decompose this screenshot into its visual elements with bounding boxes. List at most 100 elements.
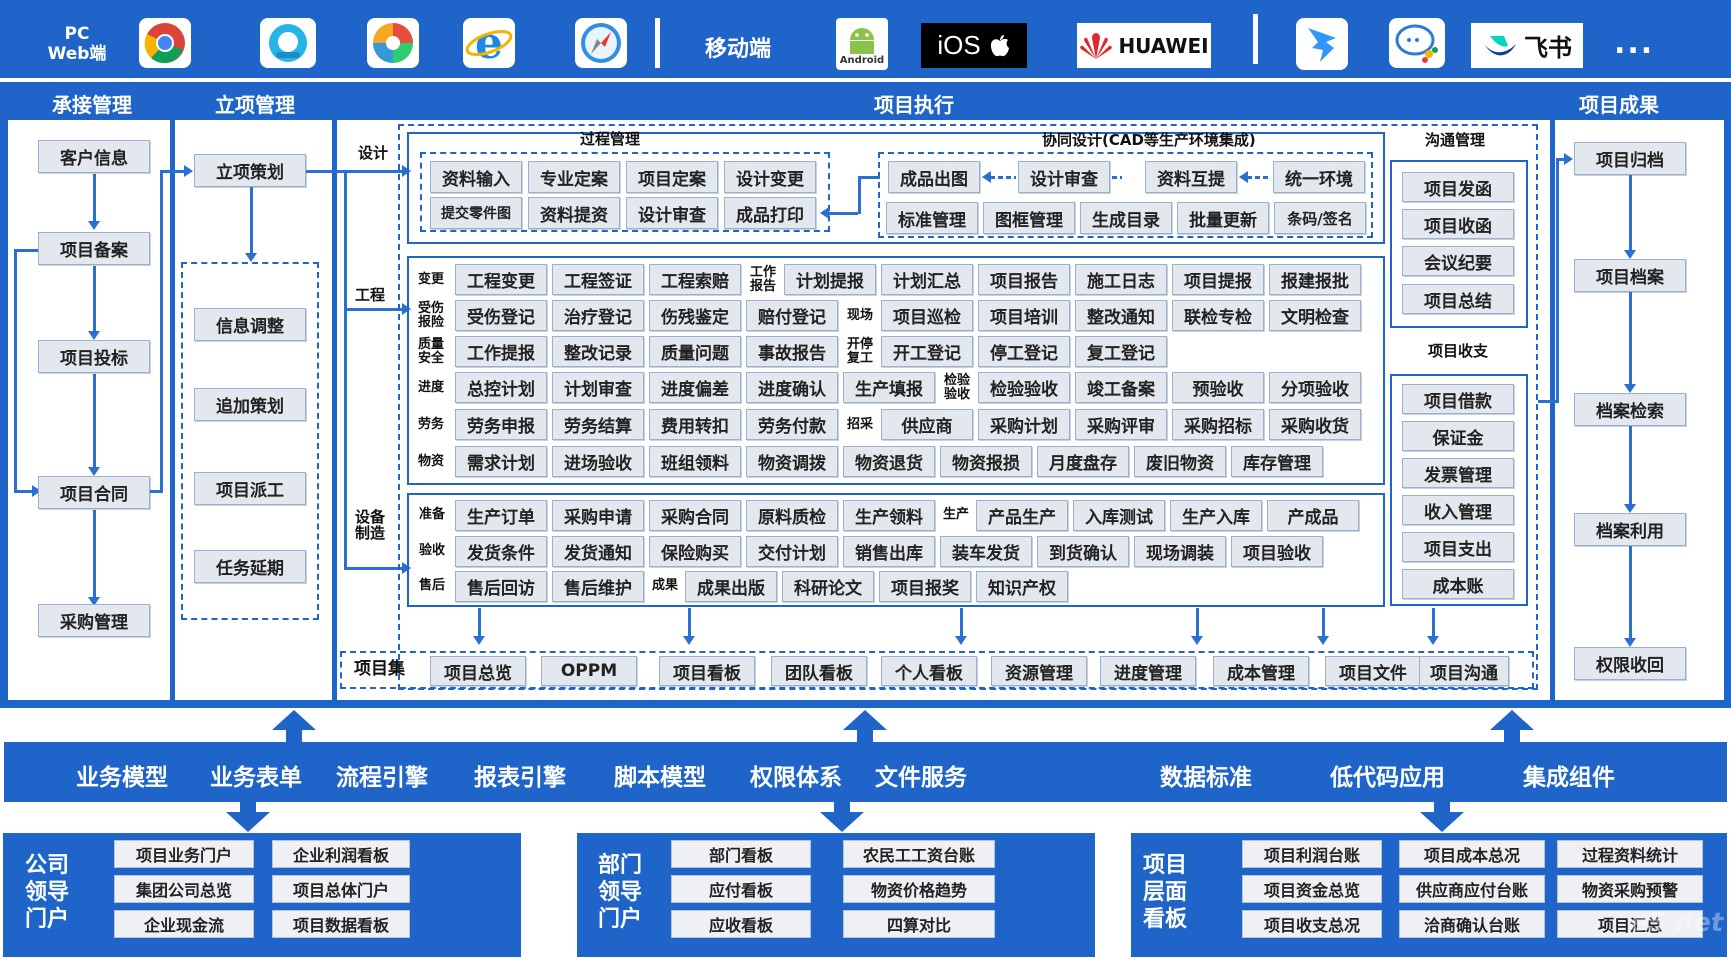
cg-item[interactable]: 档案利用 bbox=[1574, 513, 1686, 546]
mfg-item[interactable]: 原料质检 bbox=[746, 500, 838, 531]
eng-item[interactable]: 事故报告 bbox=[746, 336, 838, 367]
eng-item[interactable]: 班组领料 bbox=[649, 446, 741, 477]
mfg-item[interactable]: 产品生产 bbox=[976, 500, 1068, 531]
eng-item[interactable]: 计划汇总 bbox=[881, 264, 973, 295]
eng-item[interactable]: 工程签证 bbox=[552, 264, 644, 295]
eng-item[interactable]: 采购计划 bbox=[978, 409, 1070, 440]
qq-browser-icon[interactable] bbox=[260, 18, 316, 68]
eng-item[interactable]: 受伤登记 bbox=[455, 300, 547, 331]
proc-item[interactable]: 专业定案 bbox=[528, 161, 620, 193]
eng-item[interactable]: 检验验收 bbox=[978, 372, 1070, 403]
eng-item[interactable]: 进度确认 bbox=[746, 372, 838, 403]
eng-item[interactable]: 竣工备案 bbox=[1075, 372, 1167, 403]
fin-item[interactable]: 收入管理 bbox=[1402, 495, 1514, 525]
cg-item[interactable]: 档案检索 bbox=[1574, 393, 1686, 426]
proc-item[interactable]: 项目定案 bbox=[626, 161, 718, 193]
ie-icon[interactable]: e bbox=[463, 18, 515, 69]
eng-item[interactable]: 工作提报 bbox=[455, 336, 547, 367]
collab-item[interactable]: 设计审查 bbox=[1018, 161, 1110, 193]
eng-item[interactable]: 供应商 bbox=[881, 409, 973, 440]
service-item[interactable]: 权限体系 bbox=[750, 765, 842, 791]
eng-item[interactable]: 报建报批 bbox=[1269, 264, 1361, 295]
eng-item[interactable]: 项目培训 bbox=[978, 300, 1070, 331]
mfg-item[interactable]: 项目报奖 bbox=[879, 571, 971, 602]
eng-item[interactable]: 总控计划 bbox=[455, 372, 547, 403]
eng-item[interactable]: 联检专检 bbox=[1172, 300, 1264, 331]
comm-item[interactable]: 项目总结 bbox=[1402, 284, 1514, 314]
mfg-item[interactable]: 成果出版 bbox=[685, 571, 777, 602]
portal-item[interactable]: 项目总体门户 bbox=[272, 875, 410, 903]
eng-item[interactable]: 需求计划 bbox=[455, 446, 547, 477]
service-item[interactable]: 流程引擎 bbox=[336, 765, 428, 791]
cg-item[interactable]: 项目档案 bbox=[1574, 259, 1686, 292]
360-browser-icon[interactable] bbox=[367, 18, 419, 68]
eng-item[interactable]: 质量问题 bbox=[649, 336, 741, 367]
collab-item[interactable]: 统一环境 bbox=[1273, 161, 1365, 193]
eng-item[interactable]: 物资报损 bbox=[940, 446, 1032, 477]
portal-item[interactable]: 农民工工资台账 bbox=[843, 840, 995, 868]
service-item[interactable]: 业务模型 bbox=[76, 765, 168, 791]
service-item[interactable]: 低代码应用 bbox=[1330, 765, 1445, 791]
cj-item[interactable]: 项目合同 bbox=[38, 476, 150, 509]
proc-item[interactable]: 设计变更 bbox=[724, 161, 816, 193]
eng-item[interactable]: 采购招标 bbox=[1172, 409, 1264, 440]
service-item[interactable]: 数据标准 bbox=[1160, 765, 1252, 791]
mfg-item[interactable]: 采购申请 bbox=[552, 500, 644, 531]
mfg-item[interactable]: 科研论文 bbox=[782, 571, 874, 602]
eng-item[interactable]: 库存管理 bbox=[1231, 446, 1323, 477]
proc-item[interactable]: 设计审查 bbox=[626, 197, 718, 229]
portal-item[interactable]: 四算对比 bbox=[843, 910, 995, 938]
eng-item[interactable]: 劳务结算 bbox=[552, 409, 644, 440]
eng-item[interactable]: 整改记录 bbox=[552, 336, 644, 367]
portal-item[interactable]: 项目数据看板 bbox=[272, 910, 410, 938]
service-item[interactable]: 文件服务 bbox=[875, 765, 967, 791]
chrome-icon[interactable] bbox=[139, 18, 191, 68]
eng-item[interactable]: 劳务申报 bbox=[455, 409, 547, 440]
xmj-item[interactable]: 项目文件 bbox=[1325, 656, 1421, 686]
xmj-item[interactable]: 成本管理 bbox=[1213, 656, 1309, 686]
eng-item[interactable]: 月度盘存 bbox=[1037, 446, 1129, 477]
collab-item[interactable]: 资料互提 bbox=[1145, 161, 1237, 193]
eng-item[interactable]: 文明检查 bbox=[1269, 300, 1361, 331]
portal-item[interactable]: 项目利润台账 bbox=[1242, 840, 1382, 868]
eng-item[interactable]: 分项验收 bbox=[1269, 372, 1361, 403]
lx-top-item[interactable]: 立项策划 bbox=[194, 154, 306, 187]
eng-item[interactable]: 废旧物资 bbox=[1134, 446, 1226, 477]
lx-item[interactable]: 追加策划 bbox=[194, 388, 306, 421]
xmj-item[interactable]: 个人看板 bbox=[881, 656, 977, 686]
mfg-item[interactable]: 生产领料 bbox=[843, 500, 935, 531]
xmj-item[interactable]: 进度管理 bbox=[1100, 656, 1196, 686]
eng-item[interactable]: 劳务付款 bbox=[746, 409, 838, 440]
eng-item[interactable]: 项目报告 bbox=[978, 264, 1070, 295]
fin-item[interactable]: 项目借款 bbox=[1402, 384, 1514, 414]
service-item[interactable]: 集成组件 bbox=[1523, 765, 1615, 791]
comm-item[interactable]: 项目发函 bbox=[1402, 172, 1514, 202]
android-icon[interactable]: Android bbox=[836, 18, 888, 70]
portal-item[interactable]: 项目资金总览 bbox=[1242, 875, 1382, 903]
portal-item[interactable]: 应付看板 bbox=[671, 875, 811, 903]
mfg-item[interactable]: 到货确认 bbox=[1037, 536, 1129, 567]
eng-item[interactable]: 采购收货 bbox=[1269, 409, 1361, 440]
xmj-item[interactable]: 项目总览 bbox=[430, 656, 526, 686]
service-item[interactable]: 报表引擎 bbox=[474, 765, 566, 791]
portal-item[interactable]: 洽商确认台账 bbox=[1399, 910, 1545, 938]
fin-item[interactable]: 发票管理 bbox=[1402, 458, 1514, 488]
huawei-badge[interactable]: HUAWEI bbox=[1077, 23, 1211, 68]
eng-item[interactable]: 物资退货 bbox=[843, 446, 935, 477]
more-icon[interactable]: ... bbox=[1614, 26, 1655, 61]
mfg-item[interactable]: 现场调装 bbox=[1134, 536, 1226, 567]
fin-item[interactable]: 项目支出 bbox=[1402, 532, 1514, 562]
mfg-item[interactable]: 发货条件 bbox=[455, 536, 547, 567]
eng-item[interactable]: 项目巡检 bbox=[881, 300, 973, 331]
collab-item[interactable]: 批量更新 bbox=[1177, 202, 1269, 234]
mfg-item[interactable]: 生产入库 bbox=[1170, 500, 1262, 531]
mfg-item[interactable]: 发货通知 bbox=[552, 536, 644, 567]
eng-item[interactable]: 整改通知 bbox=[1075, 300, 1167, 331]
cj-item[interactable]: 项目备案 bbox=[38, 232, 150, 265]
mfg-item[interactable]: 售后回访 bbox=[455, 571, 547, 602]
eng-item[interactable]: 治疗登记 bbox=[552, 300, 644, 331]
eng-item[interactable]: 预验收 bbox=[1172, 372, 1264, 403]
eng-item[interactable]: 进场验收 bbox=[552, 446, 644, 477]
eng-item[interactable]: 计划审查 bbox=[552, 372, 644, 403]
collab-item[interactable]: 图框管理 bbox=[983, 202, 1075, 234]
